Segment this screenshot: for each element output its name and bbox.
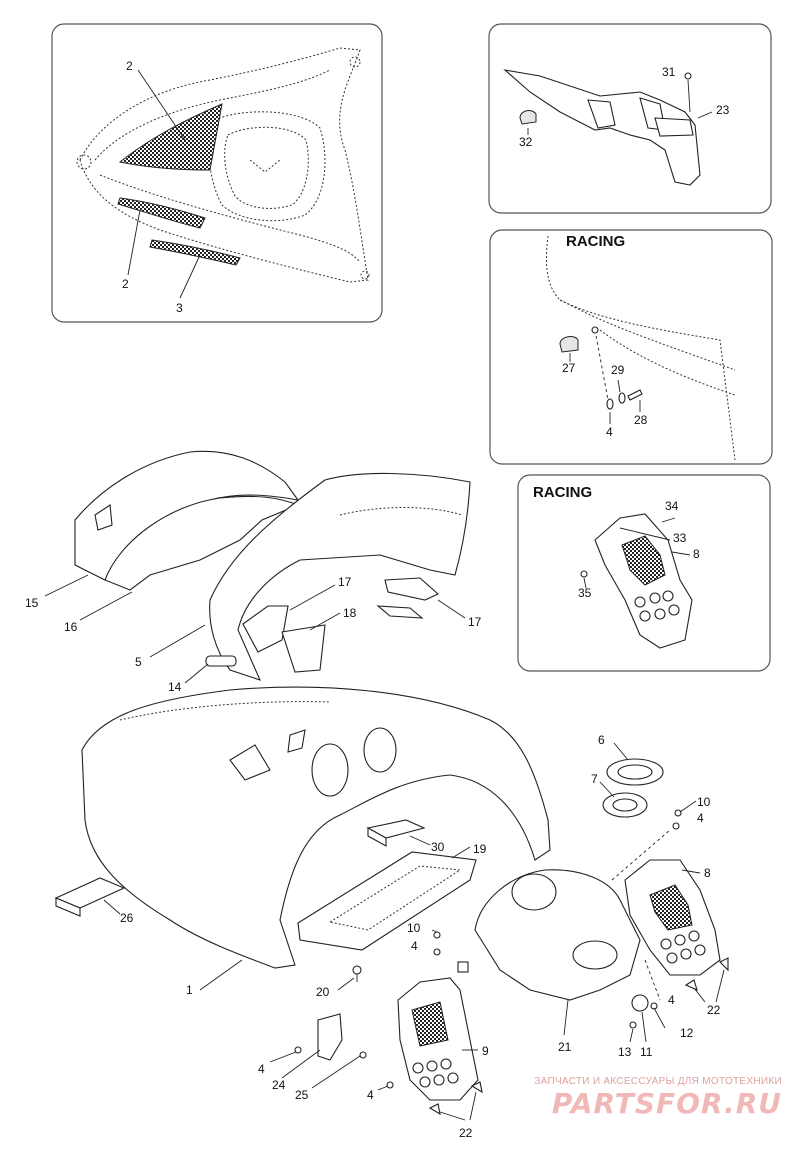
watermark-logo: PARTSFOR.RU [551,1087,782,1120]
callout-label: 4 [258,1062,265,1076]
callout-label: 4 [697,811,704,825]
callout-label: 33 [673,531,687,545]
leader-lines [44,574,725,1121]
callout-label: 2 [126,59,133,73]
main-exploded-view [54,450,729,1116]
panel-title: RACING [533,484,592,501]
callout-label: 32 [519,135,533,149]
callout-label: 28 [634,413,648,427]
callout-label: 29 [611,363,625,377]
callout-label: 23 [716,103,730,117]
callout-label: 4 [411,939,418,953]
callout-label: 17 [338,575,352,589]
callout-label: 16 [64,620,78,634]
callout-label: 13 [618,1045,632,1059]
inset-rear-cowl: 2 2 3 [51,23,383,323]
inset-racing-side-panel: RACING 34 33 8 35 [517,474,771,672]
callout-label: 10 [697,795,711,809]
main-callouts: 15 16 5 17 17 18 14 6 7 10 4 8 30 19 26 … [25,575,721,1140]
callout-label: 22 [459,1126,473,1140]
callout-label: 4 [606,425,613,439]
callout-label: 35 [578,586,592,600]
callout-label: 14 [168,680,182,694]
inset-bracket: 31 23 32 [488,23,772,214]
callout-label: 18 [343,606,357,620]
callout-label: 26 [120,911,134,925]
callout-label: 20 [316,985,330,999]
callout-label: 34 [665,499,679,513]
callout-label: 1 [186,983,193,997]
inset-racing-fastener: RACING 27 29 4 28 [489,229,773,465]
watermark: ЗАПЧАСТИ И АКСЕССУАРЫ ДЛЯ МОТОТЕХНИКИ PA… [534,1076,782,1120]
callout-label: 19 [473,842,487,856]
callout-label: 2 [122,277,129,291]
callout-label: 21 [558,1040,572,1054]
callout-label: 22 [707,1003,721,1017]
callout-label: 9 [482,1044,489,1058]
callout-label: 6 [598,733,605,747]
callout-label: 11 [640,1045,653,1059]
callout-label: 8 [693,547,700,561]
callout-label: 12 [680,1026,694,1040]
callout-label: 30 [431,840,445,854]
callout-label: 15 [25,596,39,610]
callout-label: 5 [135,655,142,669]
callout-label: 4 [367,1088,374,1102]
callout-label: 24 [272,1078,286,1092]
callout-label: 7 [591,772,598,786]
callout-label: 25 [295,1088,309,1102]
callout-label: 4 [668,993,675,1007]
callout-label: 3 [176,301,183,315]
callout-label: 8 [704,866,711,880]
callout-label: 10 [407,921,421,935]
callout-label: 27 [562,361,576,375]
panel-title: RACING [566,233,625,250]
callout-label: 31 [662,65,676,79]
callout-label: 17 [468,615,482,629]
watermark-tagline: ЗАПЧАСТИ И АКСЕССУАРЫ ДЛЯ МОТОТЕХНИКИ [534,1076,782,1087]
